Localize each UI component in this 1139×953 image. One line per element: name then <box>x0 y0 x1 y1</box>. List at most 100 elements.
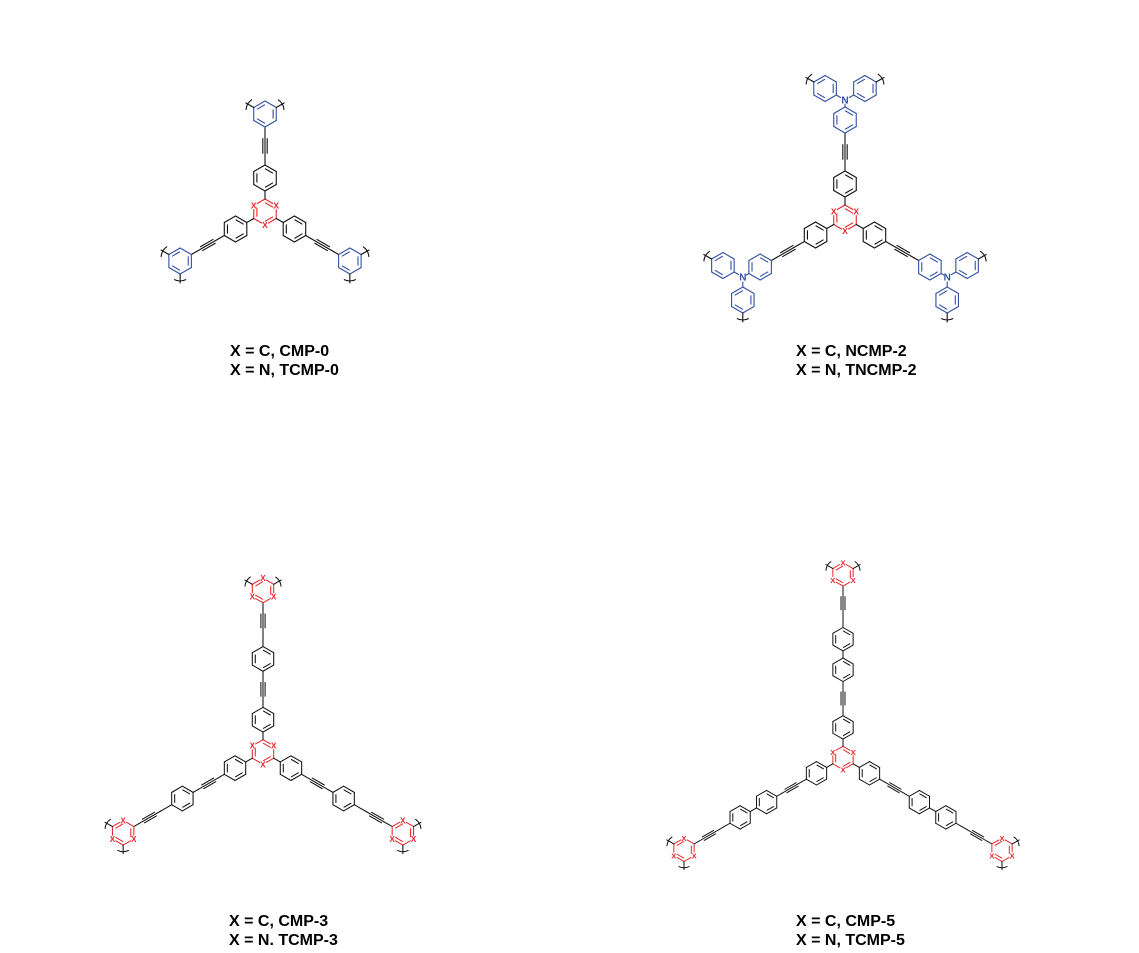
ring-double-bond <box>816 78 826 85</box>
x-atom-label: X <box>120 816 126 825</box>
ring-bond <box>945 822 957 830</box>
ring-double-bond <box>714 269 723 276</box>
ring-bond <box>816 778 828 786</box>
ring-bond <box>935 822 947 830</box>
ring-bond <box>122 840 132 846</box>
single-bond <box>826 223 835 230</box>
ring-double-bond <box>994 853 1003 859</box>
alkyne-bond <box>969 833 983 841</box>
x-atom-label: X <box>840 558 846 567</box>
ring-double-bond <box>842 761 851 767</box>
ring-bond <box>265 757 275 763</box>
single-bond <box>749 807 757 813</box>
ring-bond <box>730 305 744 314</box>
ring-double-bond <box>714 255 723 262</box>
ring-bond <box>833 223 843 230</box>
single-bond <box>133 823 140 828</box>
x-atom-label: X <box>131 835 137 844</box>
ring-double-bond <box>182 789 191 795</box>
ring-bond <box>729 805 741 813</box>
polymer-bracket <box>736 318 750 321</box>
ring-double-bond <box>874 239 883 245</box>
ring-double-bond <box>844 222 854 228</box>
ring-bond <box>279 755 292 763</box>
ring-double-bond <box>919 806 927 811</box>
polymer-bracket <box>277 99 285 110</box>
ring-bond <box>862 221 875 230</box>
ring-double-bond <box>115 836 124 842</box>
ring-double-bond <box>869 777 877 782</box>
single-bond <box>723 822 731 828</box>
ring-bond <box>842 581 851 587</box>
x-atom-label: X <box>831 207 837 217</box>
ring-bond <box>349 266 362 275</box>
ring-bond <box>1001 856 1010 862</box>
ring-bond <box>251 757 261 763</box>
alkyne-bond <box>782 248 796 258</box>
polymer-bracket <box>414 818 422 829</box>
ring-bond <box>267 217 277 224</box>
single-bond <box>159 808 166 812</box>
ring-bond <box>845 763 854 769</box>
alkyne-bond <box>202 242 216 252</box>
ring-bond <box>842 732 854 740</box>
ring-bond <box>832 732 844 740</box>
polymer-bracket <box>825 560 832 571</box>
ring-bond <box>842 644 854 652</box>
x-atom-label: X <box>671 851 677 860</box>
label-cmp-3-n: X = N. TCMP-3 <box>229 932 338 949</box>
amine-bond <box>733 271 740 276</box>
alkyne-bond <box>896 244 911 254</box>
ring-bond <box>908 807 920 815</box>
polymer-bracket <box>396 849 409 853</box>
ring-double-bond <box>844 188 854 194</box>
alkyne-bond <box>310 237 334 253</box>
ring-bond <box>845 564 854 570</box>
ring-double-bond <box>676 853 685 859</box>
single-bond <box>192 789 199 793</box>
single-bond <box>801 778 807 783</box>
ring-bond <box>955 271 968 280</box>
ring-double-bond <box>760 257 769 263</box>
ring-bond <box>676 856 685 862</box>
alkyne-bond <box>311 777 325 786</box>
alkyne-bond <box>971 829 985 838</box>
ring-bond <box>722 271 735 280</box>
ring-bond <box>844 204 854 211</box>
single-bond <box>929 807 937 813</box>
ring-double-bond <box>842 643 851 648</box>
ring-double-bond <box>815 239 824 245</box>
ring-bond <box>338 247 351 256</box>
ring-bond <box>994 856 1003 862</box>
ring-bond <box>343 804 355 812</box>
polymer-bracket <box>996 866 1008 869</box>
ring-double-bond <box>182 802 191 808</box>
single-bond <box>245 757 253 763</box>
single-bond <box>164 804 173 810</box>
x-atom-label: X <box>260 760 266 769</box>
ring-double-bond <box>395 823 403 829</box>
polymer-bracket <box>1013 836 1020 847</box>
ring-double-bond <box>264 168 274 174</box>
ring-double-bond <box>856 92 866 99</box>
single-bond <box>273 757 281 763</box>
ring-double-bond <box>869 764 877 770</box>
ring-bond <box>858 761 870 768</box>
single-bond <box>218 773 225 778</box>
ring-bond <box>265 579 275 585</box>
polymer-bracket <box>979 250 987 262</box>
ring-bond <box>262 706 275 715</box>
ring-double-bond <box>171 265 181 271</box>
ring-bond <box>125 821 135 828</box>
ring-double-bond <box>740 821 748 827</box>
alkyne-bond <box>894 248 908 258</box>
ring-double-bond <box>264 216 274 222</box>
ring-double-bond <box>262 756 271 762</box>
ring-bond <box>251 579 261 585</box>
x-atom-label: X <box>400 816 406 825</box>
polymer-bracket <box>877 73 885 85</box>
alkyne-bond <box>196 237 220 253</box>
alkyne-bond <box>780 781 803 795</box>
ring-bond <box>873 240 887 249</box>
single-bond <box>852 763 860 768</box>
